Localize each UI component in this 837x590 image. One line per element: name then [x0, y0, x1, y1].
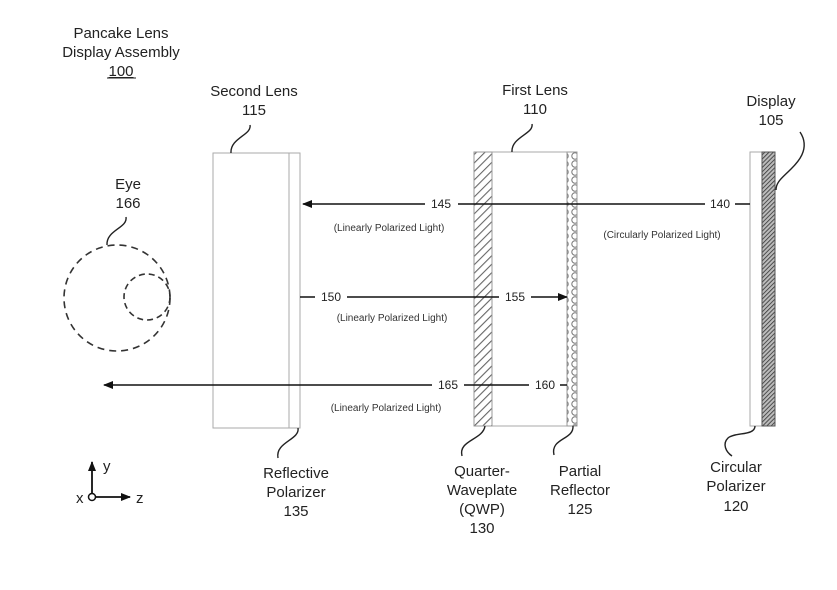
- path-160-label: 160: [535, 378, 555, 392]
- circular-polarizer: [749, 151, 763, 427]
- circular-polarizer-leader: [724, 425, 756, 457]
- partial-reflector-label-2: Reflector: [550, 482, 610, 499]
- first-lens-leader: [511, 123, 533, 153]
- qwp-label-1: Quarter-: [454, 463, 510, 480]
- path-140-polarization: (Circularly Polarized Light): [603, 230, 720, 241]
- eye: Eye 166: [63, 176, 171, 352]
- x-axis-origin: [87, 492, 97, 502]
- eyeball-outline: [63, 244, 171, 352]
- light-path-140-145: 140 145 (Linearly Polarized Light) (Circ…: [302, 197, 750, 241]
- first-lens-ref: 110: [523, 101, 547, 118]
- title-ref: 100: [108, 63, 133, 80]
- x-axis-label: x: [76, 490, 84, 507]
- qwp-leader: [461, 425, 486, 457]
- partial-reflector-callout: Partial Reflector 125: [550, 425, 610, 518]
- second-lens-ref: 115: [242, 102, 266, 119]
- title-line1: Pancake Lens: [73, 25, 168, 42]
- circular-polarizer-label-1: Circular: [710, 459, 762, 476]
- path-155-label: 155: [505, 290, 525, 304]
- path-145-polarization: (Linearly Polarized Light): [334, 223, 445, 234]
- title-line2: Display Assembly: [62, 44, 180, 61]
- z-axis-label: z: [136, 490, 144, 507]
- display-leader: [775, 131, 805, 191]
- path-145-label: 145: [431, 197, 451, 211]
- second-lens-body: [212, 152, 301, 429]
- qwp-label-3: (QWP): [459, 501, 505, 518]
- assembly-title: Pancake Lens Display Assembly 100: [62, 25, 180, 80]
- pupil-outline: [123, 273, 171, 321]
- reflective-polarizer-label-1: Reflective: [263, 465, 329, 482]
- circular-polarizer-callout: Circular Polarizer 120: [706, 425, 766, 515]
- reflective-polarizer-ref: 135: [283, 503, 308, 520]
- display-label: Display: [746, 93, 796, 110]
- reflective-polarizer-label-2: Polarizer: [266, 484, 325, 501]
- display-ref: 105: [758, 112, 783, 129]
- y-axis-label: y: [103, 458, 111, 475]
- partial-reflector-leader: [553, 425, 574, 456]
- qwp-label-2: Waveplate: [447, 482, 517, 499]
- eye-leader: [106, 216, 127, 246]
- second-lens-label: Second Lens: [210, 83, 298, 100]
- first-lens: First Lens 110: [473, 82, 578, 427]
- qwp-callout: Quarter- Waveplate (QWP) 130: [447, 425, 517, 537]
- second-lens-leader: [230, 124, 251, 154]
- partial-reflector-label-1: Partial: [559, 463, 602, 480]
- path-150-polarization: (Linearly Polarized Light): [337, 313, 448, 324]
- second-lens: Second Lens 115: [210, 83, 301, 429]
- path-150-label: 150: [321, 290, 341, 304]
- circular-polarizer-label-2: Polarizer: [706, 478, 765, 495]
- first-lens-label: First Lens: [502, 82, 568, 99]
- partial-reflector-ref: 125: [567, 501, 592, 518]
- qwp-ref: 130: [469, 520, 494, 537]
- path-165-label: 165: [438, 378, 458, 392]
- eye-label: Eye: [115, 176, 141, 193]
- quarter-waveplate: [473, 151, 493, 427]
- reflective-polarizer-callout: Reflective Polarizer 135: [263, 427, 329, 520]
- light-path-150-155: 150 155 (Linearly Polarized Light): [300, 290, 568, 324]
- circular-polarizer-ref: 120: [723, 498, 748, 515]
- coordinate-axes: y x z: [76, 458, 144, 507]
- path-140-label: 140: [710, 197, 730, 211]
- display: Display 105: [746, 93, 805, 427]
- light-path-160-165: 160 165 (Linearly Polarized Light): [103, 378, 567, 414]
- eye-ref: 166: [115, 195, 140, 212]
- partial-reflector: [566, 151, 578, 427]
- reflective-polarizer-leader: [277, 427, 299, 459]
- path-165-polarization: (Linearly Polarized Light): [331, 403, 442, 414]
- display-panel: [761, 151, 776, 427]
